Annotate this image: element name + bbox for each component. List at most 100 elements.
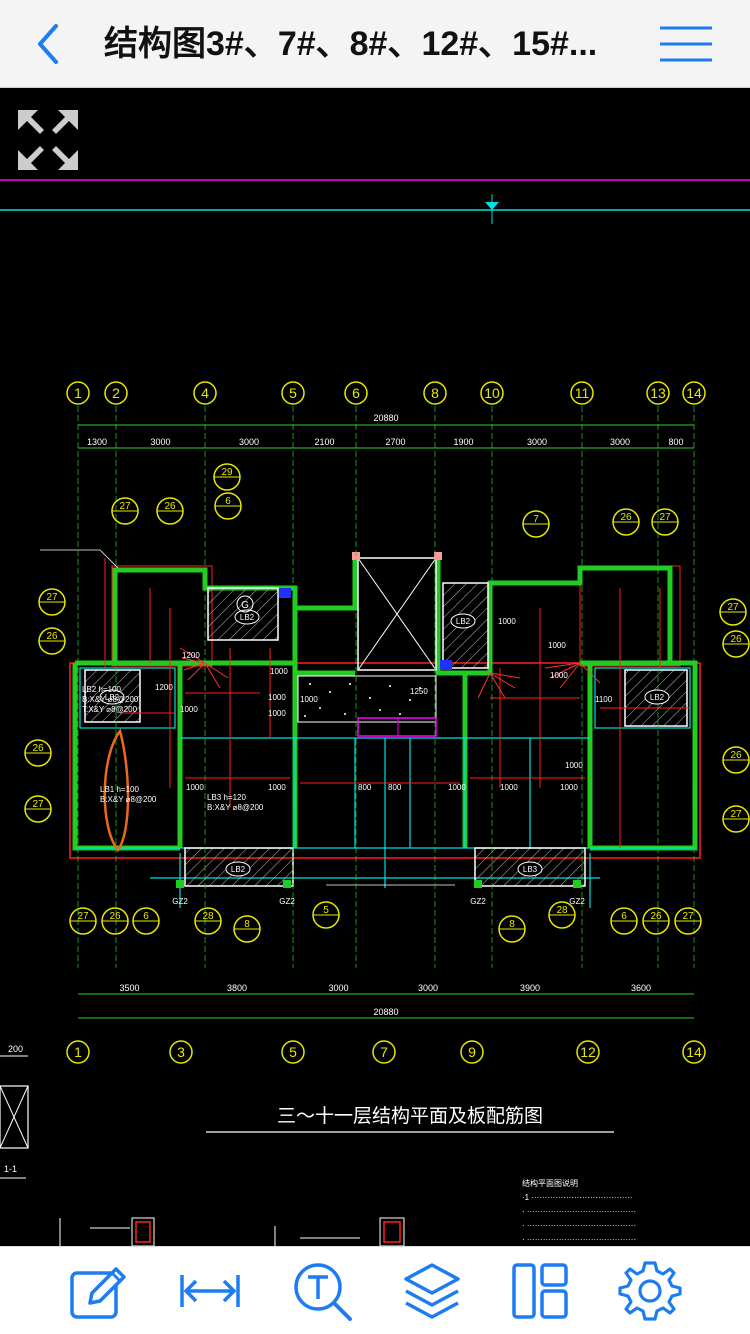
total-dimension-bottom: 20880: [373, 1007, 398, 1017]
callout-bottom: 28: [202, 911, 214, 922]
slab-spec-text: B:X&Y ⌀8@200: [100, 795, 157, 804]
callout-left: 26: [32, 743, 44, 754]
bottom-axis-label-circle: [682, 1040, 706, 1064]
plan-geometry: 1200 1000 1000 1000 1000 1250 1000 1000 …: [0, 549, 701, 1246]
notes-title: 结构平面图说明: [522, 1178, 578, 1188]
top-axis-label-circle: [344, 381, 368, 405]
top-dimension-value: 1300: [87, 437, 107, 447]
slab-label-oval: [517, 861, 543, 877]
top-dimension-value: 1900: [453, 437, 473, 447]
top-dimension-value: 800: [668, 437, 683, 447]
column-tag: GZ2: [569, 897, 585, 906]
slab-label: LB2: [456, 617, 471, 626]
slab-spec-text: B:X&Y ⌀8@200: [207, 803, 264, 812]
svg-text:1000: 1000: [180, 705, 198, 714]
cad-drawing-canvas[interactable]: 1200 1000 1000 1000 1000 1250 1000 1000 …: [0, 88, 750, 1246]
fullscreen-expand-icon[interactable]: [18, 110, 78, 170]
svg-text:1000: 1000: [500, 783, 518, 792]
callout-bottom: 8: [244, 919, 250, 930]
edit-annotation-button[interactable]: [66, 1259, 130, 1323]
slab-label: LB3: [523, 865, 538, 874]
bottom-axis-label-circle: [66, 1040, 90, 1064]
svg-text:·1 ···························: ·1 ·····································…: [522, 1193, 633, 1202]
top-axis-label: 1: [74, 385, 82, 401]
bottom-axis-label: 12: [580, 1044, 596, 1060]
top-axis-label: 11: [575, 385, 590, 401]
callout-top: 6: [225, 496, 231, 507]
bottom-axis-label: 3: [177, 1044, 185, 1060]
callout-left: 27: [32, 799, 44, 810]
column-marker: [176, 880, 184, 888]
callout-right: 26: [730, 750, 742, 761]
callout-bottom: 27: [77, 911, 89, 922]
bottom-axis-label-circle: [169, 1040, 193, 1064]
svg-text:1000: 1000: [270, 667, 288, 676]
svg-text:1250: 1250: [410, 687, 428, 696]
svg-text:· ····························: · ······································…: [522, 1207, 636, 1216]
bottom-dimension-value: 3000: [418, 983, 438, 993]
slab-label-oval: [234, 609, 260, 625]
top-axis-label-circle: [193, 381, 217, 405]
section-label: 1-1: [4, 1164, 17, 1174]
top-axis-label-circle: [480, 381, 504, 405]
back-button[interactable]: [26, 18, 76, 70]
top-axis-label: 13: [650, 385, 666, 401]
bottom-dimension-value: 3800: [227, 983, 247, 993]
measure-distance-button[interactable]: [178, 1259, 242, 1323]
top-axis-label: 2: [112, 385, 120, 401]
bottom-axis-label: 5: [289, 1044, 297, 1060]
layout-panels-button[interactable]: [508, 1259, 572, 1323]
slab-label-oval: [450, 613, 476, 629]
slab-spec-text: LB1 h=100: [100, 785, 139, 794]
callout-top: 7: [533, 514, 539, 525]
top-axis-label: 10: [484, 385, 500, 401]
slab-label-oval: [225, 861, 251, 877]
top-axis-label: 6: [352, 385, 360, 401]
slab-label: LB2: [240, 613, 255, 622]
hamburger-menu-icon: [660, 26, 712, 62]
svg-text:1200: 1200: [155, 683, 173, 692]
text-search-button[interactable]: [290, 1259, 354, 1323]
slab-label-oval: [644, 689, 670, 705]
callout-top: 29: [221, 467, 233, 478]
menu-button[interactable]: [656, 22, 716, 66]
callout-right: 27: [727, 602, 739, 613]
top-dimension-value: 3000: [610, 437, 630, 447]
svg-text:1000: 1000: [268, 693, 286, 702]
document-title: 结构图3#、7#、8#、12#、15#...: [104, 25, 598, 63]
top-axis-label: 14: [686, 385, 702, 401]
callout-bottom: 5: [323, 905, 329, 916]
bottom-axis-label: 14: [686, 1044, 702, 1060]
text-search-icon: [294, 1263, 352, 1321]
svg-text:1100: 1100: [595, 695, 613, 704]
settings-button[interactable]: [618, 1259, 682, 1323]
svg-text:1000: 1000: [565, 761, 583, 770]
callout-bottom: 8: [509, 919, 515, 930]
bottom-dimension-value: 3500: [119, 983, 139, 993]
layers-button[interactable]: [400, 1259, 464, 1323]
total-dimension-top: 20880: [373, 413, 398, 423]
structural-plan-drawing[interactable]: 1200 1000 1000 1000 1000 1250 1000 1000 …: [0, 88, 750, 1246]
bottom-axis-label: 7: [380, 1044, 388, 1060]
plan-title: 三～十一层结构平面及板配筋图: [277, 1105, 543, 1127]
measure-distance-icon: [180, 1275, 240, 1307]
svg-text:· ····························: · ······································…: [522, 1221, 636, 1230]
callout-top: 27: [119, 501, 131, 512]
grid-marker: G: [241, 600, 249, 611]
top-dimension-value: 2700: [385, 437, 405, 447]
top-axis-label-circle: [66, 381, 90, 405]
slab-label: LB2: [231, 865, 246, 874]
slab-spec-text: LB2 h=100: [82, 685, 121, 694]
top-axis-label-circle: [682, 381, 706, 405]
svg-text:1000: 1000: [498, 617, 516, 626]
grid-marker-circle: [236, 595, 254, 613]
callout-bottom: 26: [650, 911, 662, 922]
callout-bottom: 6: [621, 911, 627, 922]
edit-annotation-icon: [70, 1267, 126, 1319]
callout-bottom: 26: [109, 911, 121, 922]
bottom-axis-label-circle: [281, 1040, 305, 1064]
callout-bottom: 27: [682, 911, 694, 922]
callout-right: 27: [730, 809, 742, 820]
chevron-left-icon: [38, 24, 58, 64]
column-marker: [474, 880, 482, 888]
